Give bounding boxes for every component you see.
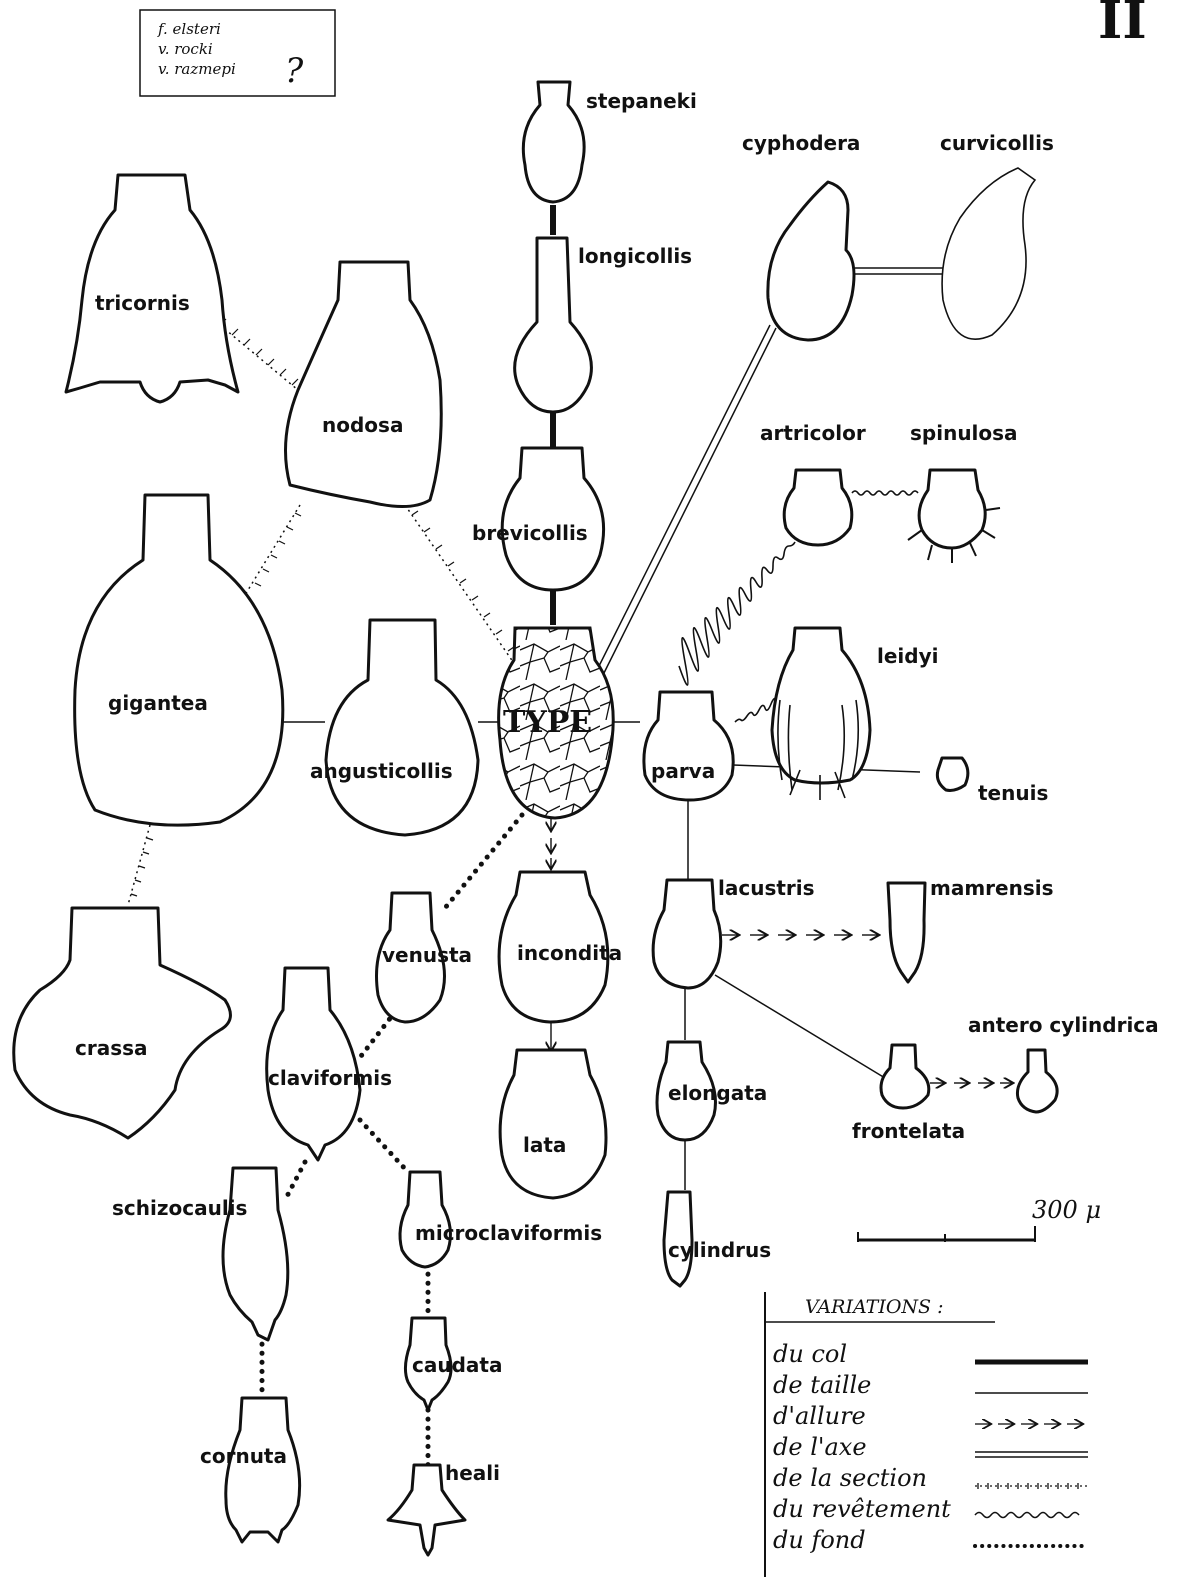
label-curvicollis: curvicollis [940,131,1054,155]
label-cornuta: cornuta [200,1444,287,1468]
shape-lacustris [653,880,721,988]
label-elongata: elongata [668,1081,767,1105]
note-box: f. elsteri v. rocki v. razmepi ? [140,10,335,96]
legend-item-fond: du fond [773,1526,866,1554]
legend-item-section: de la section [773,1464,927,1492]
question-mark: ? [285,51,304,91]
label-schizocaulis: schizocaulis [112,1196,247,1220]
shape-brevicollis [502,448,603,590]
connector-wavy-art-parva [679,542,795,685]
shape-cornuta [226,1398,300,1542]
shape-stepaneki [523,82,584,202]
label-leidyi: leidyi [877,644,938,668]
shape-cyphodera [768,182,854,340]
label-type: TYPE [503,705,592,740]
label-stepaneki: stepaneki [586,89,697,113]
shape-artricolor [784,470,852,545]
shape-nodosa [286,262,442,507]
legend-item-col: du col [773,1340,847,1368]
note-line-1: f. elsteri [157,20,221,38]
label-incondita: incondita [517,941,622,965]
label-venusta: venusta [382,943,472,967]
shape-angusticollis [326,620,478,835]
legend-title: VARIATIONS : [805,1296,943,1318]
label-angusticollis: angusticollis [310,759,453,783]
legend-swatch-revetement [975,1513,1079,1518]
scale-bar: 300 μ [858,1196,1101,1242]
label-antero-cylindrica: antero cylindrica [968,1013,1159,1037]
legend-swatch-axe [975,1452,1088,1457]
legend: VARIATIONS : du col de taille d'allure d… [765,1292,1088,1577]
note-line-2: v. rocki [158,40,213,58]
connector-wavy-art-spin [852,491,918,495]
shape-microclaviformis [400,1172,450,1267]
shape-tenuis [937,758,968,790]
connector-axe-type-cypho [592,325,776,683]
legend-item-allure: d'allure [773,1402,866,1430]
label-cylindrus: cylindrus [668,1238,771,1262]
label-tricornis: tricornis [95,291,190,315]
legend-item-revetement: du revêtement [773,1495,951,1523]
scale-bar-label: 300 μ [1032,1196,1101,1224]
connector-axe-cypho-curv [855,268,945,274]
shape-mamrensis [888,883,925,982]
label-nodosa: nodosa [322,413,403,437]
label-crassa: crassa [75,1036,148,1060]
shape-lata [500,1050,606,1198]
shape-parva [644,692,733,800]
label-brevicollis: brevicollis [472,521,588,545]
label-parva: parva [651,759,715,783]
corner-mark: II [1098,0,1147,51]
label-microclaviformis: microclaviformis [415,1221,602,1245]
label-spinulosa: spinulosa [910,421,1018,445]
shape-antero [1017,1050,1057,1112]
label-longicollis: longicollis [578,244,692,268]
label-artricolor: artricolor [760,421,866,445]
legend-item-axe: de l'axe [773,1433,867,1461]
legend-swatch-section [975,1483,1088,1489]
legend-item-taille: de taille [773,1371,871,1399]
label-frontelata: frontelata [852,1119,965,1143]
shape-curvicollis [942,168,1035,339]
shape-tricornis [66,175,238,402]
shape-schizocaulis [223,1168,288,1340]
label-heali: heali [445,1461,500,1485]
label-cyphodera: cyphodera [742,131,860,155]
note-line-3: v. razmepi [158,60,236,78]
label-gigantea: gigantea [108,691,208,715]
label-lata: lata [523,1133,566,1157]
label-claviformis: claviformis [268,1066,392,1090]
shape-claviformis [267,968,360,1160]
label-lacustris: lacustris [718,876,815,900]
label-mamrensis: mamrensis [930,876,1054,900]
shape-frontelata [881,1045,929,1108]
label-tenuis: tenuis [978,781,1048,805]
shape-gigantea [75,495,283,825]
shape-spinulosa [919,470,985,548]
label-caudata: caudata [412,1353,502,1377]
shape-crassa [14,908,231,1138]
connector-wavy-parva-leidyi [735,698,777,722]
connector-taille-lac-front [715,975,885,1078]
